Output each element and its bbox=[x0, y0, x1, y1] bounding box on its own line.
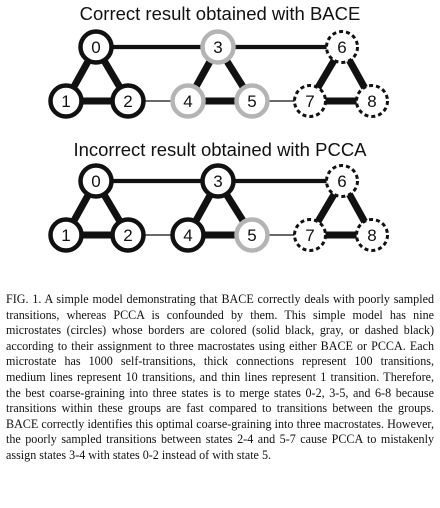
state-label-4: 4 bbox=[183, 92, 192, 111]
state-label-2: 2 bbox=[123, 226, 132, 245]
state-node-3 bbox=[200, 29, 236, 65]
state-label-0: 0 bbox=[91, 172, 100, 191]
state-node-5 bbox=[234, 83, 270, 119]
state-node-6 bbox=[325, 164, 359, 198]
figure: Correct result obtained with BACE 0 1 2 3 4 5… bbox=[48, 3, 389, 253]
state-node-0 bbox=[78, 163, 114, 199]
state-node-2 bbox=[110, 83, 146, 119]
state-node-0 bbox=[78, 29, 114, 65]
state-node-2 bbox=[110, 217, 146, 253]
state-node-4 bbox=[170, 217, 206, 253]
state-node-1 bbox=[48, 217, 84, 253]
network-diagrams: Correct result obtained with BACE 0 1 2 3 4 5… bbox=[48, 3, 389, 253]
state-label-6: 6 bbox=[337, 38, 346, 57]
state-label-1: 1 bbox=[61, 92, 70, 111]
state-node-6 bbox=[325, 30, 359, 64]
state-label-5: 5 bbox=[247, 92, 256, 111]
state-node-3 bbox=[200, 163, 236, 199]
state-node-1 bbox=[48, 83, 84, 119]
state-label-1: 1 bbox=[61, 226, 70, 245]
state-label-4: 4 bbox=[183, 226, 192, 245]
figure-caption: FIG. 1. A simple model demonstrating tha… bbox=[6, 292, 434, 462]
state-label-8: 8 bbox=[367, 226, 376, 245]
state-label-5: 5 bbox=[247, 226, 256, 245]
state-label-7: 7 bbox=[305, 92, 314, 111]
state-label-3: 3 bbox=[213, 172, 222, 191]
panel-pcca: 0 1 2 3 4 5 6 7 8 bbox=[48, 163, 389, 253]
state-node-8 bbox=[355, 218, 389, 252]
state-node-7 bbox=[293, 218, 327, 252]
panel-title-bace: Correct result obtained with BACE bbox=[80, 3, 361, 24]
state-node-5 bbox=[234, 217, 270, 253]
state-label-6: 6 bbox=[337, 172, 346, 191]
state-node-4 bbox=[170, 83, 206, 119]
state-label-3: 3 bbox=[213, 38, 222, 57]
panel-bace: 0 1 2 3 4 5 6 7 8 bbox=[48, 29, 389, 119]
state-node-7 bbox=[293, 84, 327, 118]
state-label-7: 7 bbox=[305, 226, 314, 245]
state-node-8 bbox=[355, 84, 389, 118]
state-label-0: 0 bbox=[91, 38, 100, 57]
state-label-8: 8 bbox=[367, 92, 376, 111]
state-label-2: 2 bbox=[123, 92, 132, 111]
panel-title-pcca: Incorrect result obtained with PCCA bbox=[73, 139, 367, 160]
